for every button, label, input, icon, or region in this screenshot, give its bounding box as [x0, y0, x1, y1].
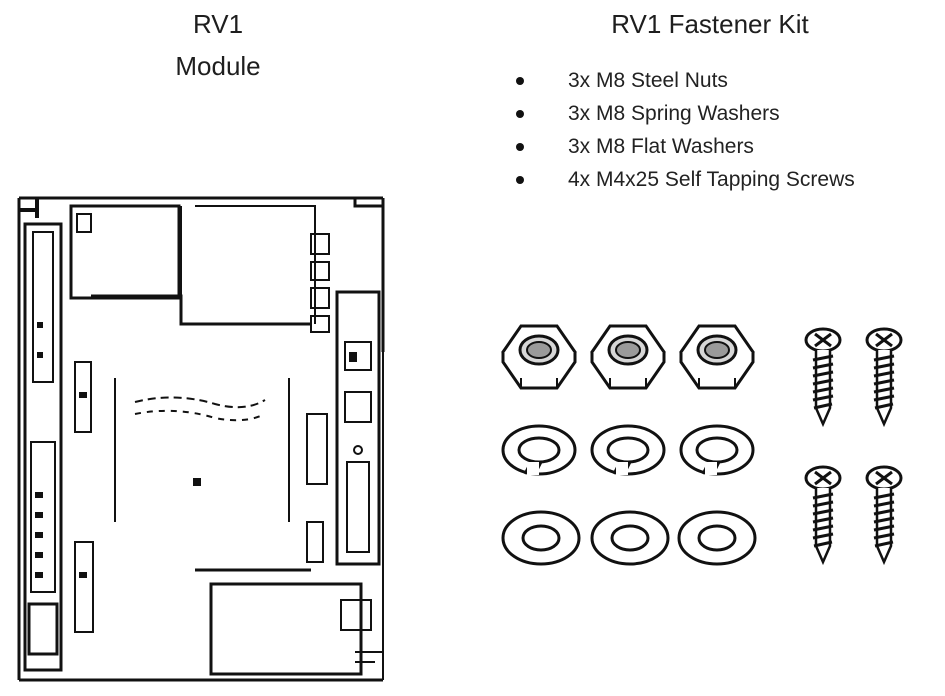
list-item-label: 4x M4x25 Self Tapping Screws [568, 168, 855, 191]
flat-washer [677, 510, 757, 566]
self-tapping-screw [865, 465, 903, 564]
list-item: 3x M8 Spring Washers [516, 97, 855, 130]
bullet-icon [516, 110, 524, 118]
fastener-kit-list: 3x M8 Steel Nuts 3x M8 Spring Washers 3x… [516, 64, 855, 196]
module-board-illustration [17, 196, 385, 682]
list-item-label: 3x M8 Steel Nuts [568, 69, 728, 92]
steel-nut [590, 324, 666, 390]
fastener-kit-title: RV1 Fastener Kit [611, 9, 809, 39]
module-title: RV1 [192, 9, 244, 39]
spring-washer [590, 424, 666, 477]
steel-nut [501, 324, 577, 390]
list-item-label: 3x M8 Flat Washers [568, 135, 754, 158]
steel-nut [679, 324, 755, 390]
bullet-icon [516, 77, 524, 85]
bullet-icon [516, 143, 524, 151]
flat-washer [590, 510, 670, 566]
list-item: 4x M4x25 Self Tapping Screws [516, 163, 855, 196]
flat-washer [501, 510, 581, 566]
list-item-label: 3x M8 Spring Washers [568, 102, 780, 125]
self-tapping-screw [804, 465, 842, 564]
bullet-icon [516, 176, 524, 184]
self-tapping-screw [865, 327, 903, 426]
module-subtitle: Module [175, 51, 261, 81]
list-item: 3x M8 Steel Nuts [516, 64, 855, 97]
list-item: 3x M8 Flat Washers [516, 130, 855, 163]
spring-washer [679, 424, 755, 477]
self-tapping-screw [804, 327, 842, 426]
spring-washer [501, 424, 577, 477]
fastener-kit-illustration [501, 324, 903, 566]
